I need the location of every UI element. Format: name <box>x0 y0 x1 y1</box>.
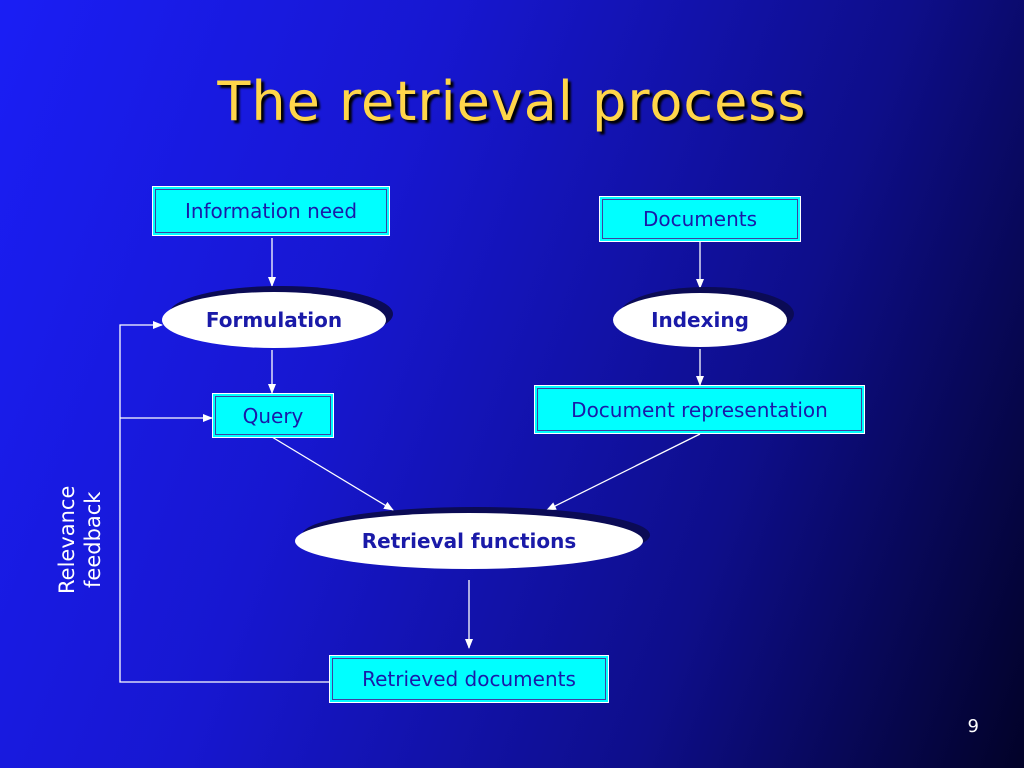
arrow-query-to-retrieval <box>271 436 394 511</box>
query-box: Query <box>212 393 334 438</box>
slide-title: The retrieval process <box>217 70 807 133</box>
document-representation-box: Document representation <box>534 385 865 434</box>
relevance-feedback-line-2: feedback <box>81 491 105 589</box>
page-number: 9 <box>967 716 979 737</box>
relevance-feedback-line-1: Relevance <box>54 485 79 595</box>
information-need-box: Information need <box>152 186 390 236</box>
formulation-oval: Formulation <box>162 292 386 348</box>
retrieval-functions-oval: Retrieval functions <box>295 513 643 569</box>
arrow-representation-to-retrieval <box>546 433 701 511</box>
documents-box: Documents <box>599 196 801 242</box>
retrieved-documents-box: Retrieved documents <box>329 655 609 703</box>
indexing-oval: Indexing <box>613 293 787 347</box>
feedback-loop-line <box>119 321 331 683</box>
relevance-feedback-label: Relevance feedback <box>50 470 110 610</box>
